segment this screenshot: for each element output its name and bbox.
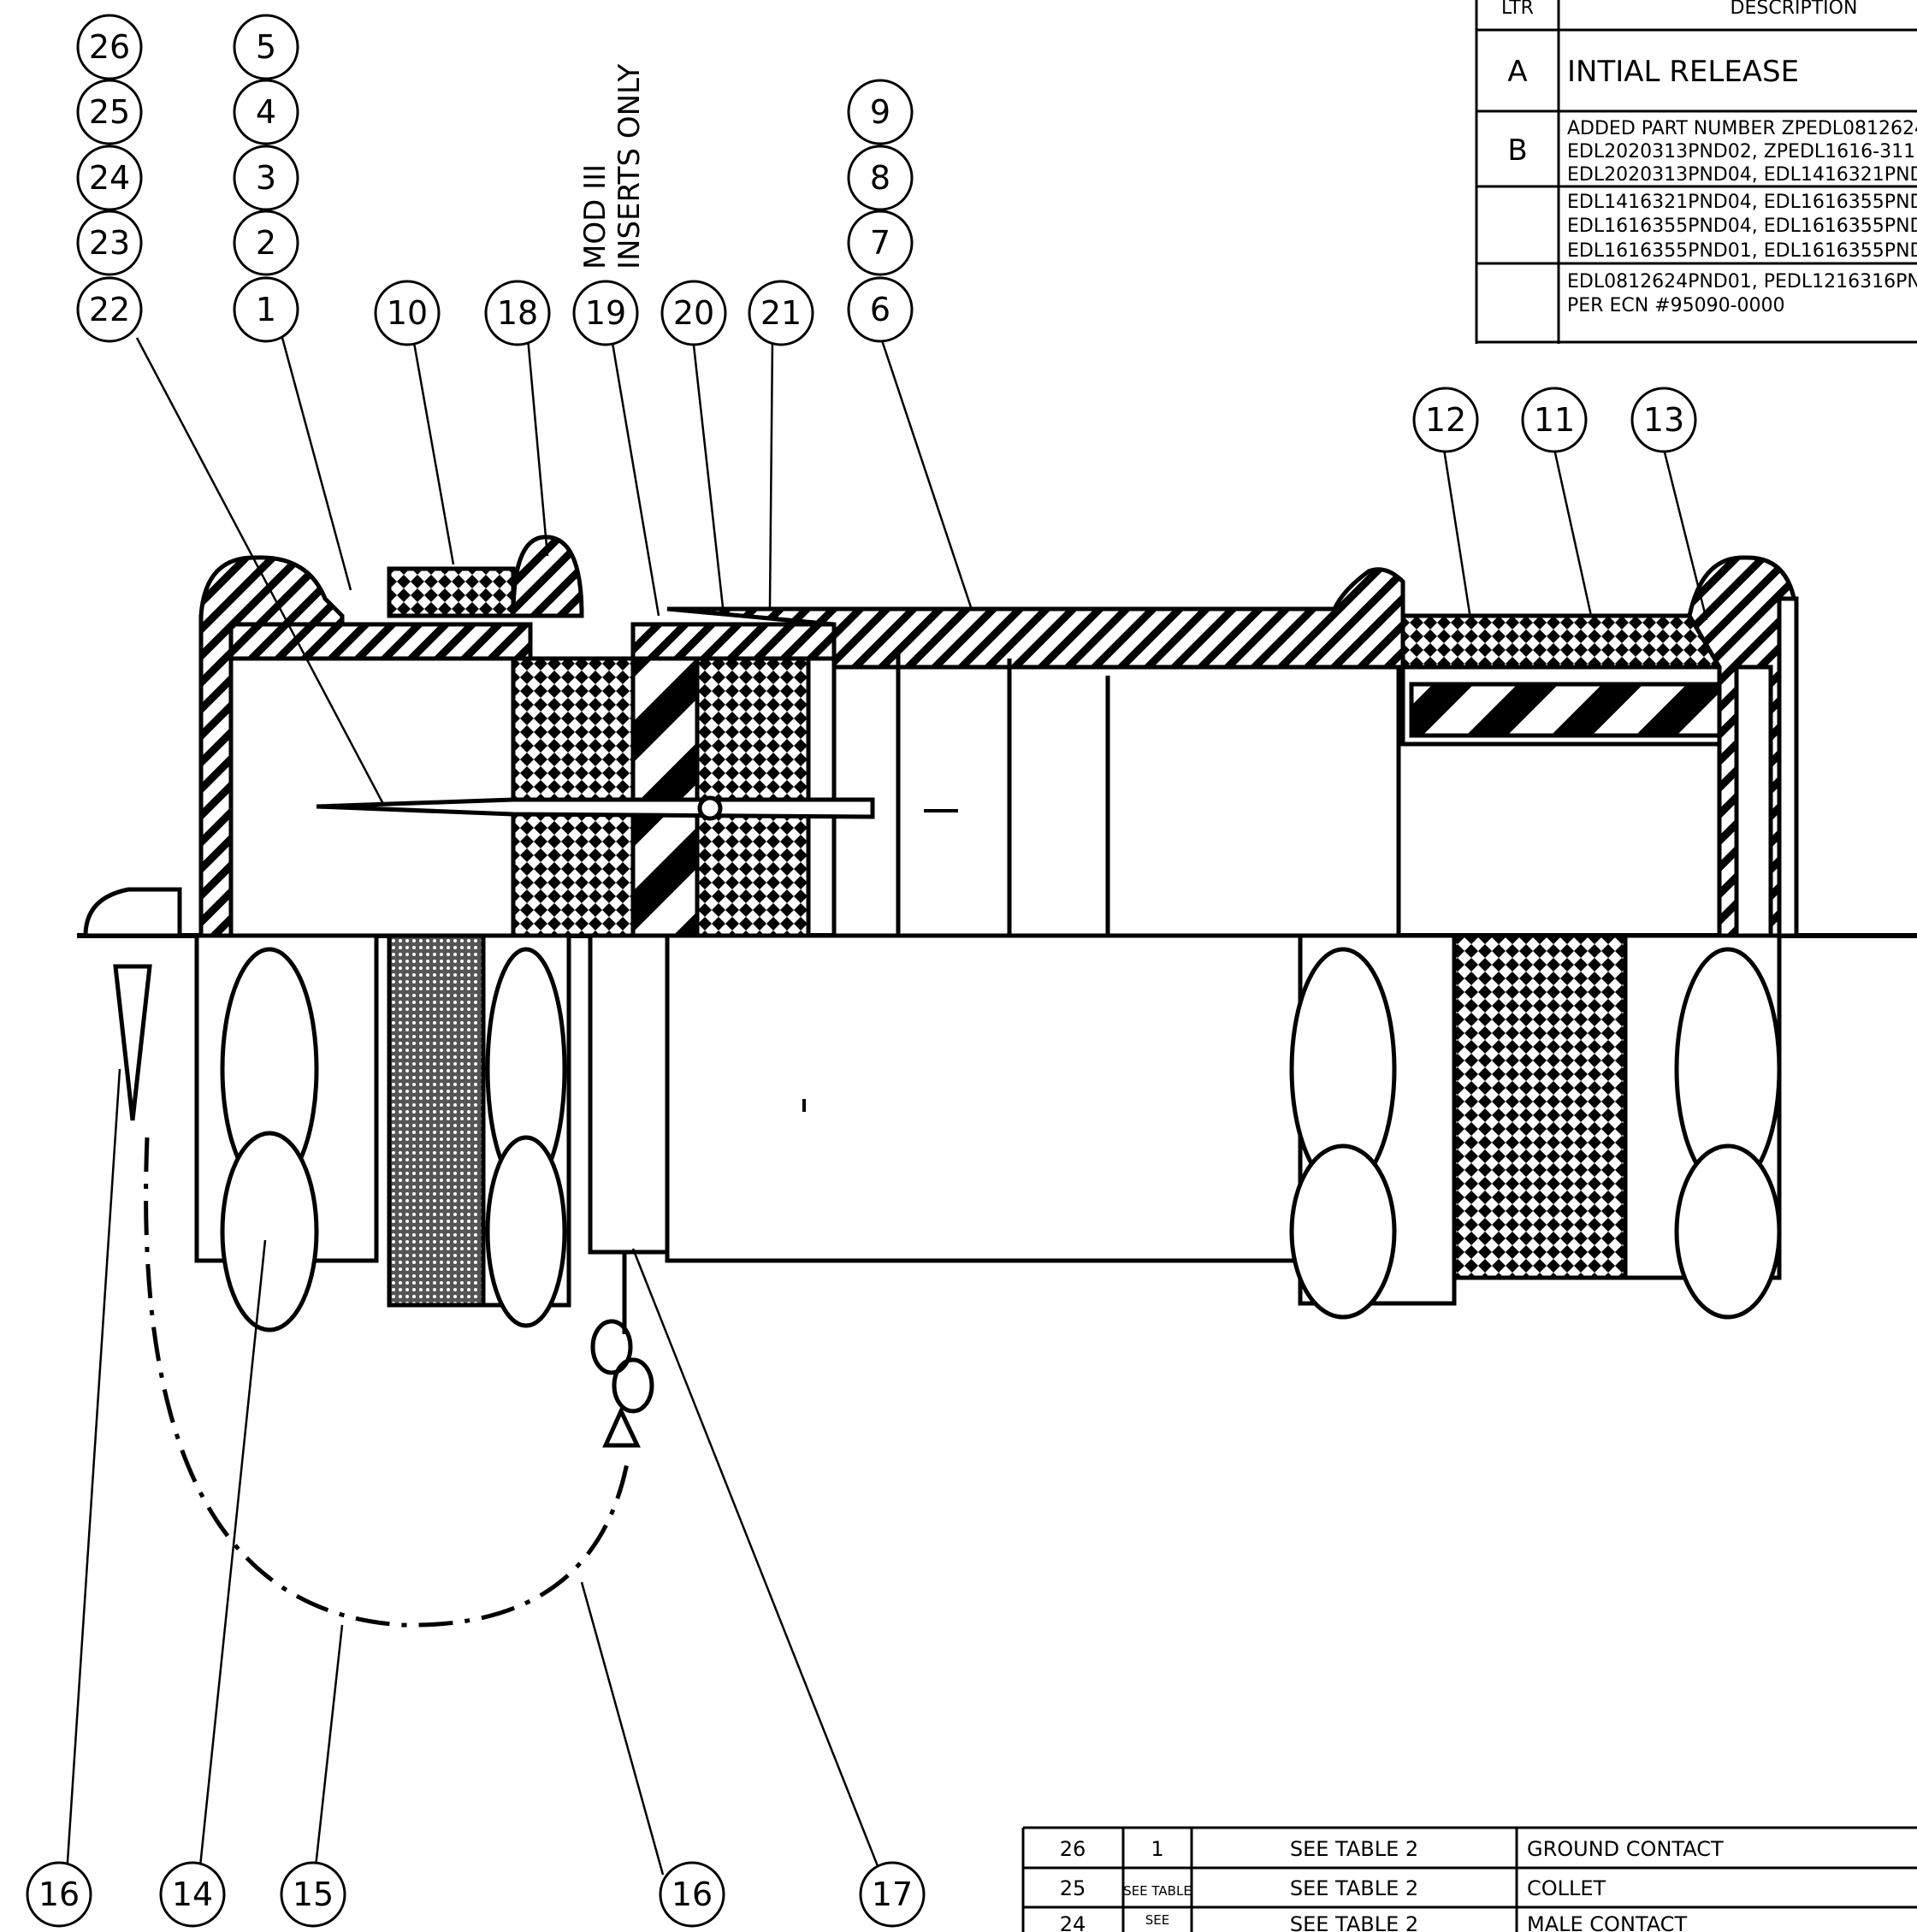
svg-text:16: 16	[672, 1876, 713, 1913]
rev-header-ltr: LTR	[1501, 0, 1534, 19]
svg-text:9: 9	[870, 93, 890, 131]
rev-d-line: EDL0812624PND01, PEDL1216316PN02	[1567, 271, 1917, 292]
svg-text:17: 17	[872, 1876, 913, 1913]
rev-b-line: ADDED PART NUMBER ZPEDL0812624P	[1567, 118, 1917, 139]
balloon: 8	[847, 145, 914, 211]
svg-text:18: 18	[497, 294, 538, 332]
svg-text:8: 8	[870, 159, 890, 197]
parts-item: 25	[1060, 1876, 1086, 1900]
rev-c-line: EDL1616355PND01, EDL1616355PND08	[1567, 240, 1917, 262]
rev-c-line: EDL1616355PND04, EDL1616355PND06	[1567, 216, 1917, 237]
balloon: 9	[847, 79, 914, 145]
parts-description: GROUND CONTACT	[1527, 1837, 1724, 1861]
svg-text:19: 19	[585, 294, 626, 332]
svg-text:11: 11	[1534, 401, 1575, 439]
parts-item: 24	[1060, 1912, 1086, 1932]
parts-table	[1021, 1826, 1917, 1932]
balloon: 14	[159, 1861, 226, 1928]
balloon: 5	[233, 14, 299, 80]
rev-b-ltr: B	[1507, 133, 1527, 168]
balloon: 16	[659, 1861, 725, 1928]
svg-text:3: 3	[256, 159, 276, 197]
svg-text:10: 10	[387, 294, 428, 332]
svg-text:21: 21	[760, 294, 802, 332]
svg-text:14: 14	[172, 1876, 213, 1913]
connector-section-view	[77, 535, 1917, 1121]
svg-text:24: 24	[89, 159, 130, 197]
balloon: 6	[847, 276, 914, 343]
rev-d-line: PER ECN #95090-0000	[1567, 295, 1785, 316]
svg-text:15: 15	[293, 1876, 334, 1913]
parts-number: SEE TABLE 2	[1290, 1876, 1418, 1900]
balloon: 23	[76, 210, 143, 276]
balloon: 2	[233, 210, 299, 276]
svg-text:12: 12	[1425, 401, 1466, 439]
svg-text:5: 5	[256, 28, 276, 66]
leader-lines	[65, 337, 1708, 1876]
balloon: 17	[859, 1861, 926, 1928]
svg-text:20: 20	[673, 294, 714, 332]
svg-text:6: 6	[870, 291, 890, 328]
balloon: 7	[847, 210, 914, 276]
svg-text:22: 22	[89, 291, 130, 328]
balloon: 12	[1412, 387, 1479, 453]
balloon: 22	[76, 276, 143, 343]
balloons: 26 25 24 23 22 5 4 3 2 1 10 18 19 20 21 …	[26, 14, 1697, 1928]
rev-a-line: INTIAL RELEASE	[1567, 55, 1799, 89]
balloon: 11	[1521, 387, 1588, 453]
svg-text:23: 23	[89, 224, 130, 262]
balloon: 24	[76, 145, 143, 211]
parts-item: 26	[1060, 1837, 1086, 1861]
rev-c-line: EDL1416321PND04, EDL1616355PND02	[1567, 192, 1917, 213]
parts-qty: SEE	[1145, 1912, 1169, 1928]
balloon: 3	[233, 145, 299, 211]
balloon: 1	[233, 276, 299, 343]
rev-b-line: EDL2020313PND04, EDL1416321PND02	[1567, 164, 1917, 186]
balloon: 4	[233, 79, 299, 145]
svg-text:2: 2	[256, 224, 276, 262]
revision-table	[1475, 0, 1917, 344]
balloon: 15	[280, 1861, 346, 1928]
svg-text:26: 26	[89, 28, 130, 66]
rev-b-line: EDL2020313PND02, ZPEDL1616-311P	[1567, 141, 1917, 162]
parts-description: MALE CONTACT	[1527, 1912, 1687, 1932]
balloon: 18	[484, 280, 551, 346]
annotation-inserts-only: INSERTS ONLY	[612, 64, 647, 269]
rev-header-description: DESCRIPTION	[1731, 0, 1858, 19]
parts-qty: SEE TABLE	[1123, 1883, 1192, 1899]
balloon: 20	[660, 280, 727, 346]
svg-text:25: 25	[89, 93, 130, 131]
parts-description: COLLET	[1527, 1876, 1606, 1900]
parts-qty: 1	[1151, 1837, 1163, 1861]
parts-number: SEE TABLE 2	[1290, 1837, 1418, 1861]
balloon: 19	[572, 280, 639, 346]
svg-text:1: 1	[256, 291, 276, 328]
connector-exterior-view	[194, 933, 1782, 1448]
svg-text:16: 16	[38, 1876, 80, 1913]
svg-text:13: 13	[1643, 401, 1684, 439]
balloon: 16	[26, 1861, 92, 1928]
svg-text:4: 4	[256, 93, 276, 131]
parts-number: SEE TABLE 2	[1290, 1912, 1418, 1932]
rev-a-ltr: A	[1507, 55, 1527, 89]
balloon: 26	[76, 14, 143, 80]
annotation-mod-iii: MOD III	[578, 164, 612, 269]
balloon: 10	[374, 280, 441, 346]
balloon: 21	[748, 280, 814, 346]
balloon: 13	[1630, 387, 1697, 453]
svg-text:7: 7	[870, 224, 890, 262]
balloon: 25	[76, 79, 143, 145]
